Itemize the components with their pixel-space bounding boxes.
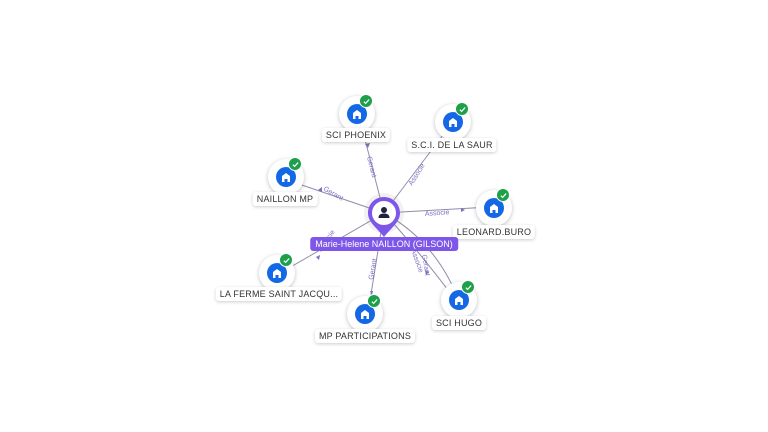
building-icon bbox=[355, 304, 375, 324]
person-name-label[interactable]: Marie-Helene NAILLON (GILSON) bbox=[310, 237, 458, 251]
person-icon bbox=[378, 207, 390, 218]
verified-check-icon bbox=[461, 280, 475, 294]
arrow-marker bbox=[365, 143, 370, 148]
verified-check-icon bbox=[279, 253, 293, 267]
arrow-marker bbox=[316, 255, 320, 260]
building-icon bbox=[443, 112, 463, 132]
building-icon bbox=[267, 263, 287, 283]
company-label-naillon-mp[interactable]: NAILLON MP bbox=[252, 192, 318, 206]
company-label-sci-hugo[interactable]: SCI HUGO bbox=[431, 316, 487, 330]
arrow-marker bbox=[318, 187, 322, 192]
company-label-leonard-buro[interactable]: LEONARD.BURO bbox=[452, 225, 536, 239]
person-node[interactable] bbox=[366, 195, 402, 239]
arrow-marker bbox=[461, 208, 465, 212]
company-node-sci-de-la-saur[interactable] bbox=[435, 102, 471, 140]
building-icon bbox=[449, 290, 469, 310]
edge-label-mp-participations: Gerant bbox=[368, 258, 379, 280]
edge-leonard-buro bbox=[383, 206, 491, 214]
company-node-sci-hugo[interactable] bbox=[441, 280, 477, 318]
company-label-mp-participations[interactable]: MP PARTICIPATIONS bbox=[314, 329, 416, 343]
verified-check-icon bbox=[455, 102, 469, 116]
company-node-naillon-mp[interactable] bbox=[268, 157, 304, 195]
edge-label-leonard-buro: Associe bbox=[425, 209, 450, 218]
company-node-sci-phoenix[interactable] bbox=[339, 94, 375, 132]
building-icon bbox=[347, 104, 367, 124]
verified-check-icon bbox=[288, 157, 302, 171]
company-node-la-ferme-saint-jacques[interactable] bbox=[259, 253, 295, 291]
company-node-leonard-buro[interactable] bbox=[476, 188, 512, 226]
company-node-mp-participations[interactable] bbox=[347, 294, 383, 332]
building-icon bbox=[276, 167, 296, 187]
verified-check-icon bbox=[367, 294, 381, 308]
arrow-marker bbox=[425, 270, 429, 275]
verified-check-icon bbox=[496, 188, 510, 202]
verified-check-icon bbox=[359, 94, 373, 108]
edge-label-sci-hugo-1: Gerant bbox=[420, 254, 431, 276]
edge-label-sci-phoenix: Gerant bbox=[365, 156, 377, 179]
edge-naillon-mp bbox=[289, 180, 385, 214]
company-label-la-ferme-saint-jacques[interactable]: LA FERME SAINT JACQU... bbox=[215, 287, 343, 301]
company-label-sci-de-la-saur[interactable]: S.C.I. DE LA SAUR bbox=[407, 138, 497, 152]
edge-label-sci-de-la-saur: Associe bbox=[408, 162, 427, 187]
edge-label-naillon-mp: Gerant bbox=[322, 186, 344, 203]
building-icon bbox=[484, 198, 504, 218]
company-label-sci-phoenix[interactable]: SCI PHOENIX bbox=[321, 128, 391, 142]
